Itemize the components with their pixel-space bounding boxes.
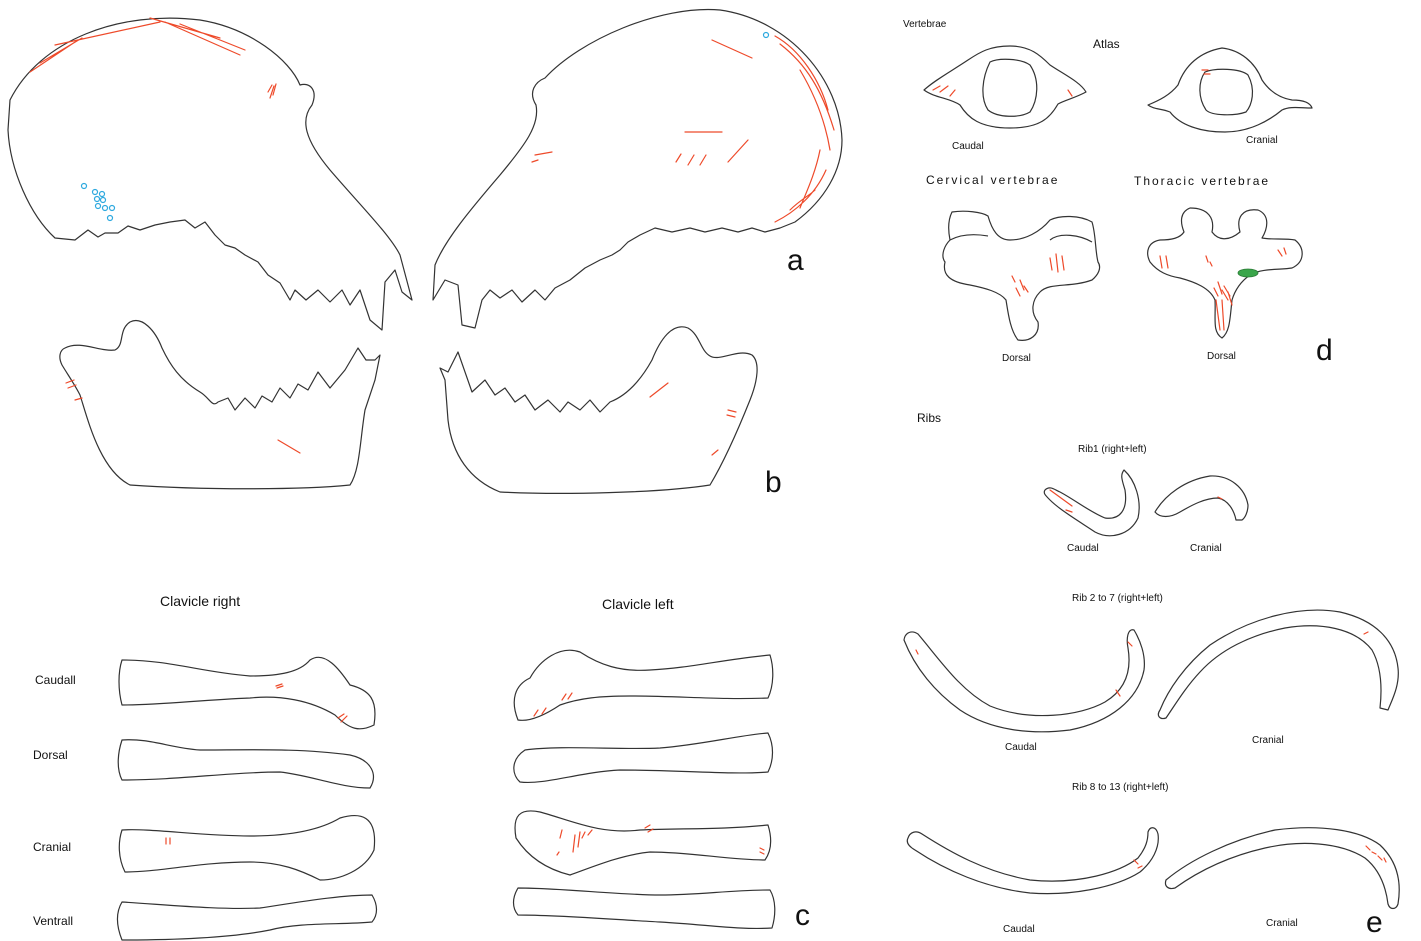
clavicle-right-dorsal — [118, 740, 373, 788]
rib1-title: Rib1 (right+left) — [1078, 444, 1147, 455]
panel-label-a: a — [787, 244, 804, 277]
clavicle-right-caudal — [119, 657, 375, 729]
rib2-caudal — [904, 630, 1144, 732]
thoracic-vertebra — [1148, 208, 1302, 338]
rib8-title: Rib 8 to 13 (right+left) — [1072, 782, 1168, 793]
clavicle-left-dorsal — [514, 733, 773, 782]
thoracic-title: Thoracic vertebrae — [1134, 174, 1270, 188]
mandible-left — [60, 321, 380, 489]
ribs-title: Ribs — [917, 411, 941, 425]
panel-label-b: b — [765, 466, 782, 499]
rib8-caudal — [907, 828, 1158, 894]
rib2-caudal-label: Caudal — [1005, 742, 1037, 753]
clavicle-right-title: Clavicle right — [160, 593, 240, 609]
cervical-view-label: Dorsal — [1002, 353, 1031, 364]
vertebrae-title: Vertebrae — [903, 19, 947, 30]
rib8-cranial — [1165, 828, 1399, 909]
rib1-caudal — [1044, 470, 1139, 536]
skull-right — [433, 10, 842, 328]
rib2-cranial-label: Cranial — [1252, 735, 1284, 746]
panel-label-e: e — [1366, 906, 1383, 939]
view-label-dorsal: Dorsal — [33, 748, 68, 762]
cervical-vertebra — [943, 211, 1100, 340]
skull-left — [8, 18, 412, 330]
rib2-title: Rib 2 to 7 (right+left) — [1072, 593, 1163, 604]
rib8-caudal-label: Caudal — [1003, 924, 1035, 935]
rib1-caudal-label: Caudal — [1067, 543, 1099, 554]
clavicle-left-caudal — [514, 650, 773, 720]
panel-label-c: c — [795, 899, 810, 932]
rib1-cranial — [1155, 476, 1248, 520]
panel-label-d: d — [1316, 334, 1333, 367]
rib8-cranial-label: Cranial — [1266, 918, 1298, 929]
clavicle-right-cranial — [119, 816, 374, 880]
thoracic-view-label: Dorsal — [1207, 351, 1236, 362]
atlas-caudal — [924, 46, 1086, 128]
clavicle-left-cranial — [515, 811, 771, 875]
atlas-cranial-label: Cranial — [1246, 135, 1278, 146]
cervical-title: Cervical vertebrae — [926, 173, 1059, 187]
atlas-cranial — [1148, 48, 1312, 132]
atlas-caudal-label: Caudal — [952, 141, 984, 152]
atlas-title: Atlas — [1093, 37, 1120, 51]
rib1-cranial-label: Cranial — [1190, 543, 1222, 554]
clavicle-right-ventral — [118, 895, 377, 940]
view-label-caudall: Caudall — [35, 673, 76, 687]
mandible-right — [440, 327, 757, 493]
view-label-ventrall: Ventrall — [33, 914, 73, 928]
rib2-cranial — [1158, 610, 1398, 718]
clavicle-left-ventral — [514, 888, 775, 928]
clavicle-left-title: Clavicle left — [602, 596, 674, 612]
view-label-cranial: Cranial — [33, 840, 71, 854]
